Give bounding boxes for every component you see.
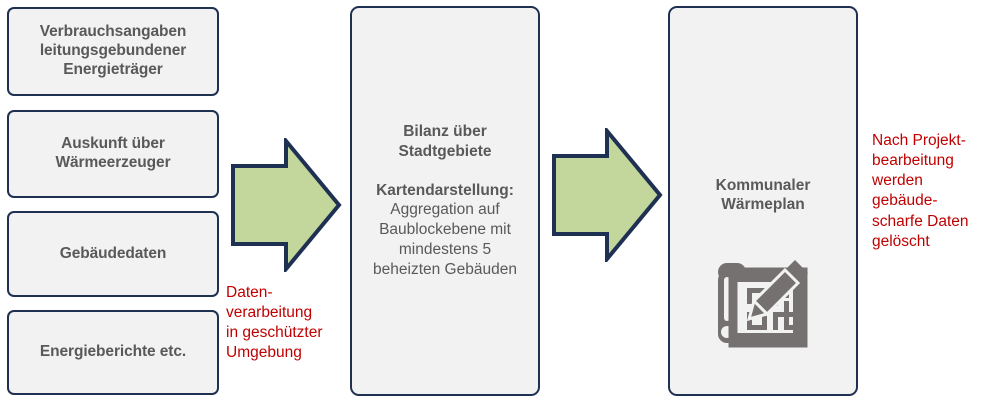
input-box-line: Energieberichte etc. (39, 343, 187, 361)
input-box-line: Gebäudedaten (59, 244, 167, 262)
process-title-line: Stadtgebiete (398, 142, 492, 160)
process-detail-line: Baublockebene mit (379, 221, 511, 239)
annotation-line: Nach Projekt- (872, 132, 966, 149)
input-box-line: Wärmeerzeuger (55, 154, 171, 171)
annotation-line: werden (872, 172, 923, 190)
annotation-line: scharfe Daten (872, 212, 969, 230)
input-box-line: Verbrauchsangaben (39, 23, 187, 41)
process-box-subheading: Kartendarstellung: (376, 182, 514, 200)
result-box-title: Kommunaler Wärmeplan (670, 176, 856, 215)
result-title-line: Kommunaler (715, 177, 811, 194)
arrow-process-to-result-icon (551, 125, 663, 265)
annotation-data-processing: Daten- verarbeitung in geschützter Umgeb… (226, 283, 323, 364)
annotation-line: gebäude- (872, 192, 938, 210)
result-box-waermeplan[interactable]: Kommunaler Wärmeplan (668, 6, 858, 396)
process-box-detail: Aggregation auf Baublockebene mit mindes… (360, 200, 530, 279)
annotation-line: gelöscht (872, 232, 930, 250)
arrow-inputs-to-process-icon (230, 135, 342, 275)
result-title-line: Wärmeplan (721, 196, 805, 214)
blueprint-pencil-icon (718, 259, 808, 348)
annotation-line: verarbeitung (226, 304, 313, 322)
process-detail-line: mindestens 5 (398, 241, 492, 259)
process-box-title: Bilanz über Stadtgebiete (360, 122, 530, 161)
process-detail-line: beheizten Gebäuden (373, 260, 517, 278)
input-box-energieberichte[interactable]: Energieberichte etc. (7, 310, 219, 395)
input-box-waermeerzeuger[interactable]: Auskunft über Wärmeerzeuger (7, 110, 219, 198)
input-box-gebaeudedaten[interactable]: Gebäudedaten (7, 211, 219, 297)
process-detail-line: Aggregation auf (390, 201, 500, 219)
annotation-line: Daten- (226, 284, 273, 301)
annotation-data-deletion: Nach Projekt- bearbeitung werden gebäude… (872, 131, 969, 252)
input-box-verbrauchsangaben[interactable]: Verbrauchsangaben leitungsgebundener Ene… (7, 7, 219, 96)
annotation-line: Umgebung (226, 344, 302, 362)
input-box-line: leitungsgebundener (39, 42, 187, 60)
input-box-line: Auskunft über (61, 135, 165, 153)
input-box-line: Energieträger (63, 60, 163, 78)
annotation-line: bearbeitung (872, 152, 954, 170)
process-box-content: Bilanz über Stadtgebiete Kartendarstellu… (352, 122, 538, 279)
process-title-line: Bilanz über (403, 123, 487, 141)
process-box-bilanz[interactable]: Bilanz über Stadtgebiete Kartendarstellu… (350, 6, 540, 396)
annotation-line: in geschützter (226, 324, 323, 342)
